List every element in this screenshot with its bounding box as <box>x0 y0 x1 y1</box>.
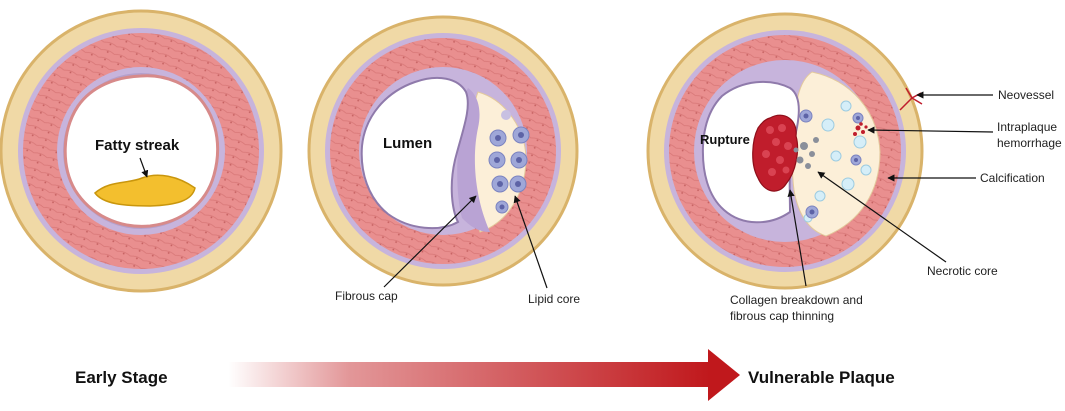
collagen-label-line2: fibrous cap thinning <box>730 309 834 323</box>
neovessel-label: Neovessel <box>998 88 1054 102</box>
rupture-label: Rupture <box>700 132 750 147</box>
fatty-streak-plaque <box>93 174 196 207</box>
foam-cells <box>488 110 530 214</box>
hemorrhage-pointer <box>867 126 994 134</box>
lipid-core-label: Lipid core <box>528 292 580 306</box>
artery-early <box>0 9 283 293</box>
intraplaque-hemorrhage <box>853 122 868 136</box>
calcification-label: Calcification <box>980 171 1045 185</box>
artery-vulnerable <box>646 12 924 290</box>
fibrous-cap-label: Fibrous cap <box>335 289 398 303</box>
progression-arrow <box>228 349 740 401</box>
fatty-streak-pointer <box>139 157 149 178</box>
lipid-core-pointer <box>513 195 548 289</box>
hemorrhage-label-line2: hemorrhage <box>997 136 1062 150</box>
necrotic-core-pointer <box>817 171 947 263</box>
collagen-debris <box>793 137 819 169</box>
lumen-label: Lumen <box>383 135 432 152</box>
artery-intermediate <box>307 15 579 287</box>
rupture-texture <box>762 124 792 176</box>
fatty-streak-label: Fatty streak <box>95 137 180 154</box>
collagen-pointer <box>787 189 807 287</box>
hemorrhage-label-line1: Intraplaque <box>997 120 1057 134</box>
lumen-mid <box>360 76 469 230</box>
foam-cells-vulnerable <box>799 109 864 219</box>
early-stage-label: Early Stage <box>75 368 168 387</box>
necrotic-core-label: Necrotic core <box>927 264 998 278</box>
collagen-label-line1: Collagen breakdown and <box>730 293 863 307</box>
vulnerable-plaque-label: Vulnerable Plaque <box>748 368 895 387</box>
fibrous-cap-pointer <box>383 195 477 288</box>
